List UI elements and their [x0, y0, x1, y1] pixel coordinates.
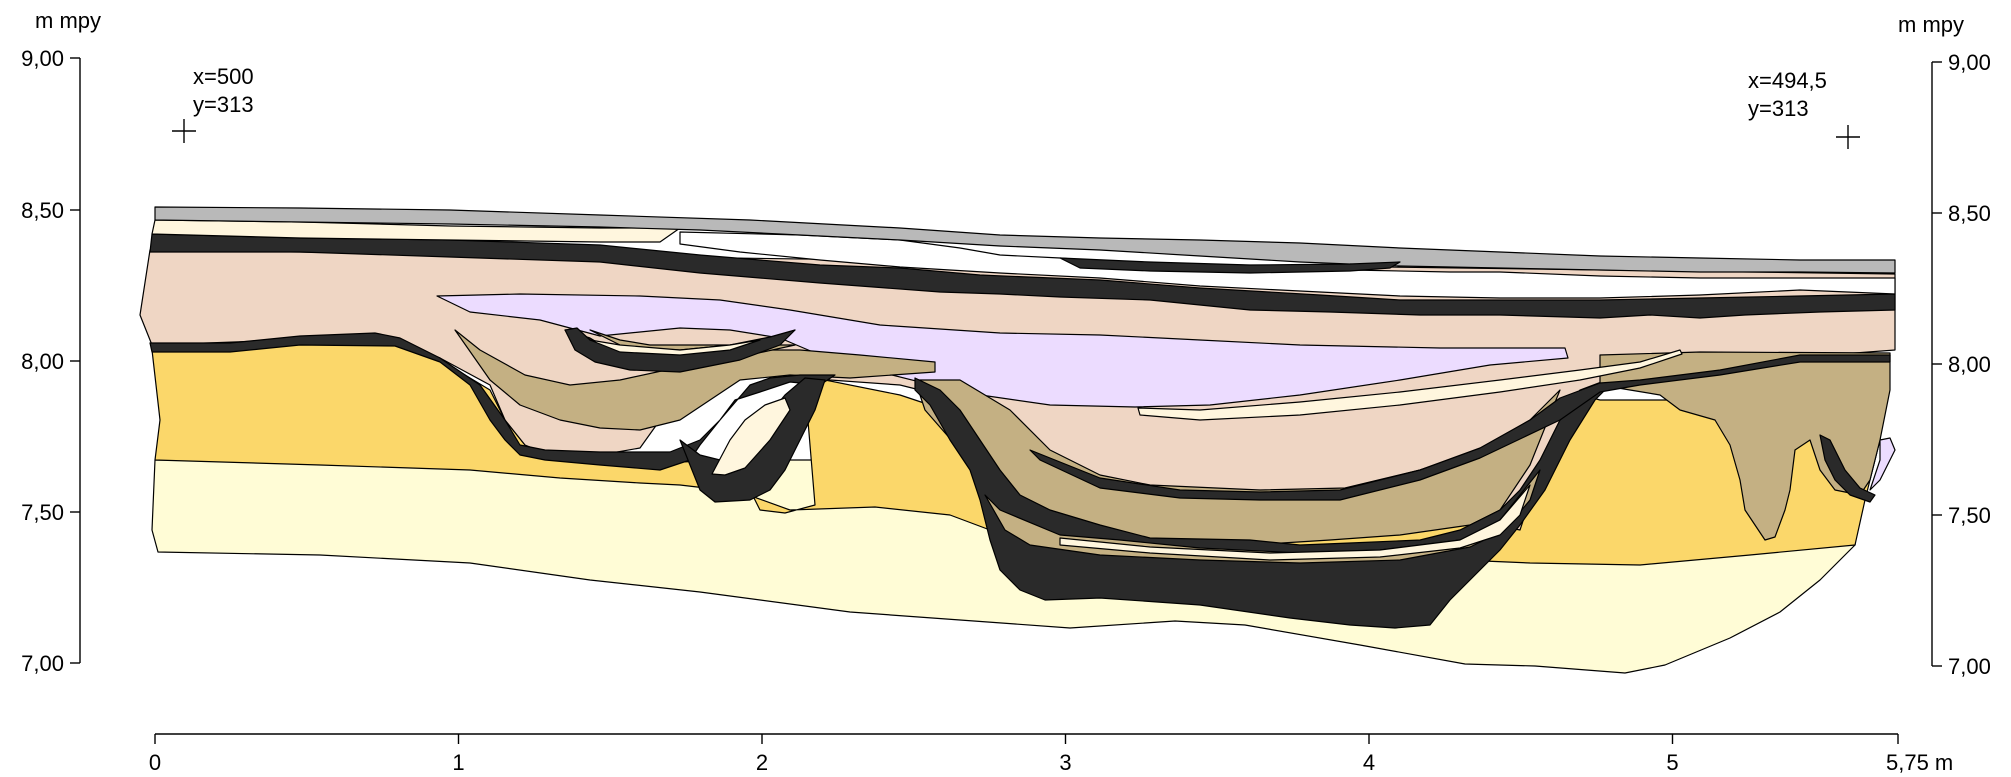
- benchmark-right-y-label: y=313: [1748, 96, 1809, 121]
- right-tick-label: 7,50: [1948, 503, 1991, 528]
- layer-dark-right-slope: [1819, 434, 1876, 503]
- layer-white-gap: [679, 231, 1896, 299]
- layer-cream-right-strip: [1137, 349, 1683, 421]
- right-tick-label: 7,00: [1948, 654, 1991, 679]
- crosshair-icon: [172, 119, 196, 143]
- benchmark-right: x=494,5 y=313: [1748, 68, 1860, 149]
- right-axis-unit-label: m mpy: [1898, 12, 1964, 37]
- benchmark-left: x=500 y=313: [172, 64, 254, 143]
- left-tick-label: 7,50: [21, 500, 64, 525]
- bottom-tick-label: 3: [1059, 750, 1071, 775]
- layer-dark-trench: [914, 377, 1611, 629]
- layer-dark-right-arm: [1029, 354, 1891, 501]
- bottom-axis-ticks: 0 1 2 3 4 5: [149, 734, 1899, 775]
- layer-lavender-right: [1869, 437, 1896, 491]
- bottom-axis-end-label: 5,75 m: [1886, 750, 1953, 775]
- left-tick-label: 8,00: [21, 349, 64, 374]
- layer-dark-top-segment: [1059, 257, 1401, 274]
- left-tick-label: 8,50: [21, 198, 64, 223]
- layer-turf-top: [154, 206, 1896, 274]
- left-axis-ticks: 9,00 8,50 8,00 7,50 7,00: [21, 46, 80, 676]
- bottom-tick-label: 2: [756, 750, 768, 775]
- benchmark-left-x-label: x=500: [193, 64, 254, 89]
- layer-olive-trench: [984, 469, 1541, 564]
- right-tick-label: 9,00: [1948, 50, 1991, 75]
- layer-cream-small-lens: [589, 339, 761, 356]
- bottom-tick-label: 5: [1666, 750, 1678, 775]
- right-tick-label: 8,00: [1948, 352, 1991, 377]
- left-tick-label: 9,00: [21, 46, 64, 71]
- layer-cream-pit-left: [711, 397, 791, 476]
- benchmark-left-y-label: y=313: [193, 92, 254, 117]
- layer-cream-trench: [1059, 484, 1531, 561]
- right-tick-label: 8,50: [1948, 201, 1991, 226]
- bottom-tick-label: 0: [149, 750, 161, 775]
- left-axis-unit-label: m mpy: [35, 8, 101, 33]
- left-tick-label: 7,00: [21, 651, 64, 676]
- layer-lavender-upper: [436, 293, 1569, 408]
- benchmark-right-x-label: x=494,5: [1748, 68, 1827, 93]
- right-axis-ticks: 9,00 8,50 8,00 7,50 7,00: [1932, 50, 1991, 679]
- bottom-tick-label: 4: [1363, 750, 1375, 775]
- bottom-tick-label: 1: [452, 750, 464, 775]
- section-layers: [139, 206, 1896, 674]
- layer-olive-right: [1599, 351, 1891, 541]
- crosshair-icon: [1836, 125, 1860, 149]
- layer-cream-top: [151, 219, 681, 243]
- layer-olive-upper-lens: [454, 329, 936, 431]
- layer-dark-upper-band: [149, 233, 1896, 319]
